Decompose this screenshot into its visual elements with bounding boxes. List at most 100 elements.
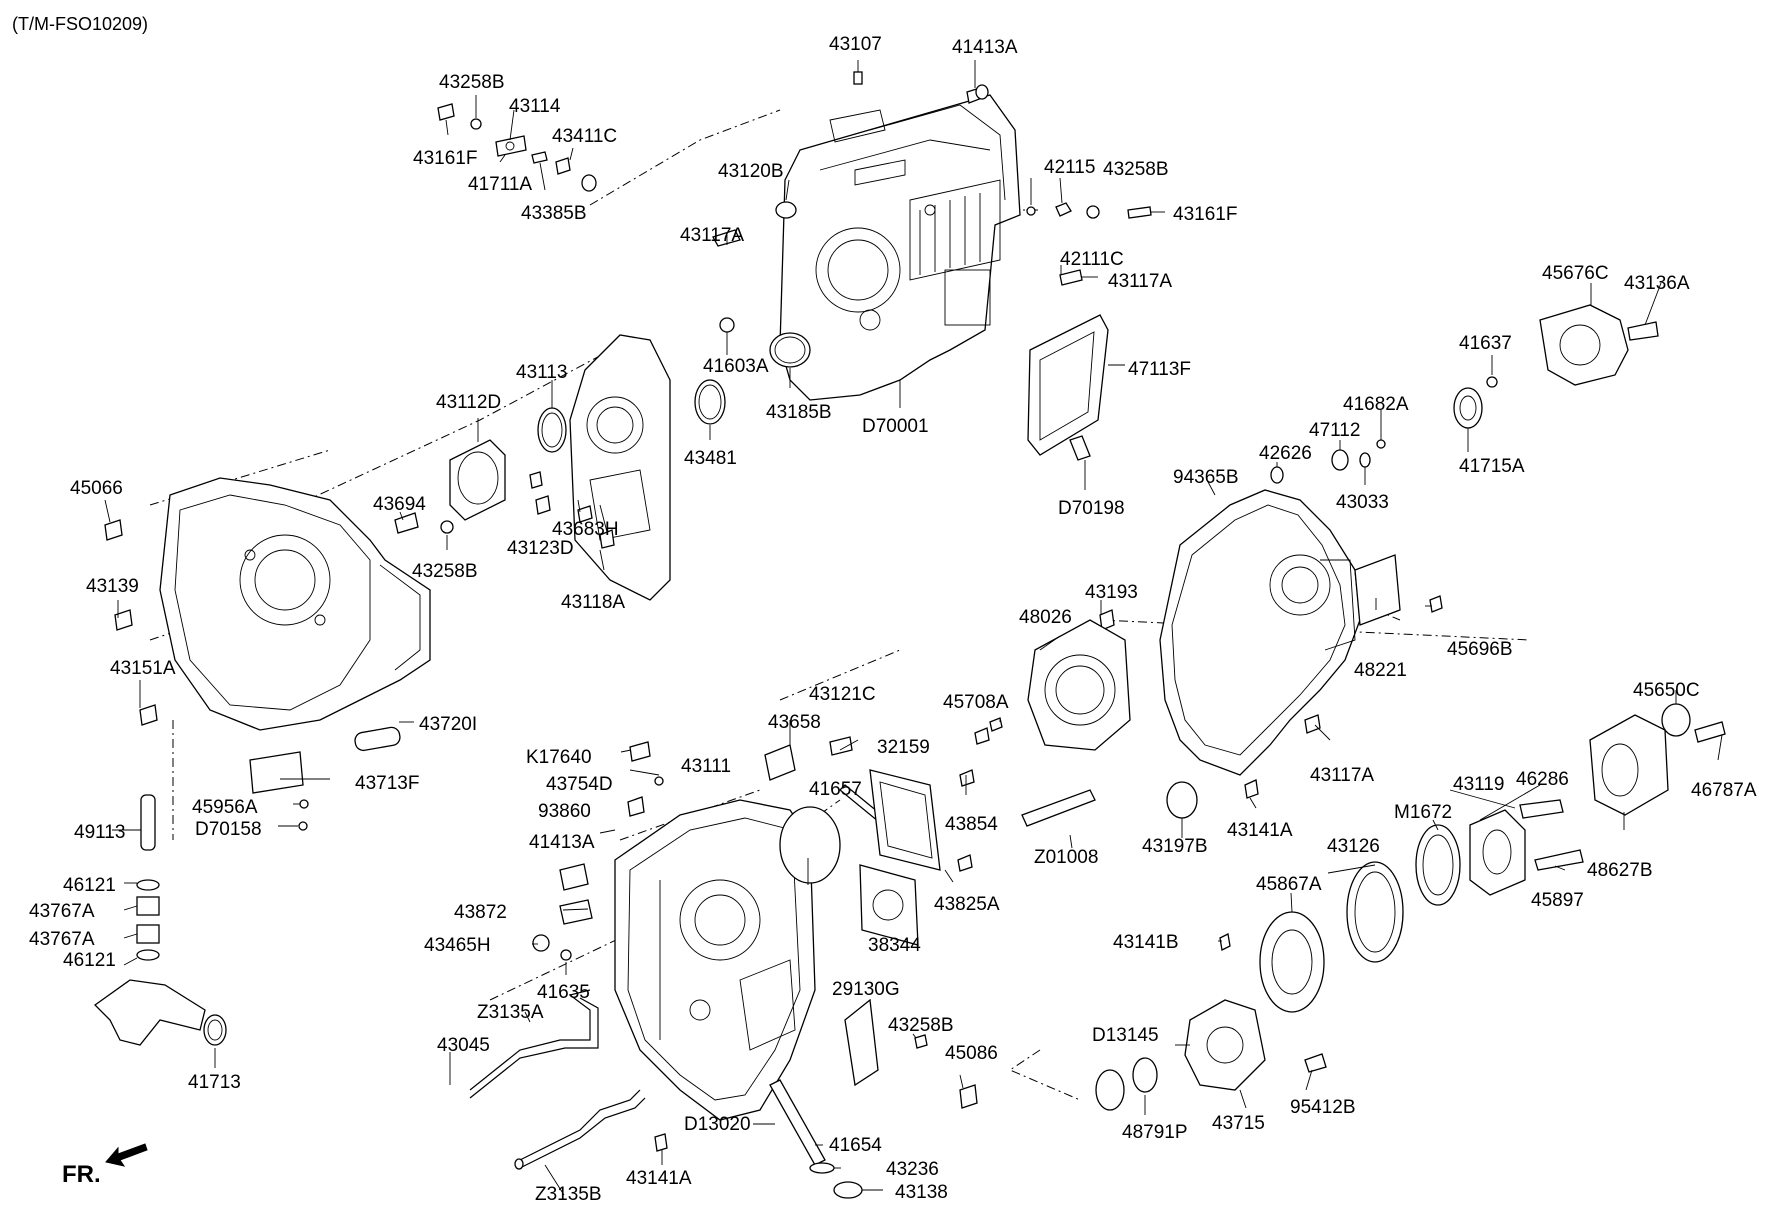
label-93860: 93860 [538,801,591,822]
label-43141A: 43141A [626,1168,692,1189]
left-side-small-parts [93,726,401,1046]
label-43113: 43113 [516,362,567,383]
label-43767A: 43767A [29,901,95,922]
label-43126: 43126 [1327,836,1380,857]
label-41603A: 41603A [703,356,769,377]
label-41654: 41654 [829,1135,882,1156]
label-43112D: 43112D [436,392,501,413]
label-43385B: 43385B [521,203,587,224]
label-43258B: 43258B [439,72,505,93]
front-direction-marker: FR. [62,1143,148,1188]
label-43117A: 43117A [1108,271,1172,292]
label-42626: 42626 [1259,443,1312,464]
label-Z3135A: Z3135A [477,1002,544,1023]
center-small-parts [532,717,1003,961]
right-side-parts [1095,304,1726,1111]
label-43258B: 43258B [888,1015,954,1036]
label-D70198: D70198 [1058,498,1125,519]
label-43033: 43033 [1336,492,1389,513]
label-43872: 43872 [454,902,507,923]
label-43854: 43854 [945,814,998,835]
label-95412B: 95412B [1290,1097,1356,1118]
label-43114: 43114 [509,96,561,117]
label-48026: 48026 [1019,607,1072,628]
front-label: FR. [62,1161,101,1188]
label-43481: 43481 [684,448,737,469]
label-29130G: 29130G [832,979,900,1000]
label-43465H: 43465H [424,935,491,956]
label-43136A: 43136A [1624,273,1690,294]
label-D13145: D13145 [1092,1025,1159,1046]
label-D70001: D70001 [862,416,929,437]
label-43197B: 43197B [1142,836,1208,857]
label-41711A: 41711A [468,174,532,195]
label-45956A: 45956A [192,797,258,818]
label-43141A: 43141A [1227,820,1293,841]
label-46787A: 46787A [1691,780,1757,801]
label-41637: 41637 [1459,333,1512,354]
label-41682A: 41682A [1343,394,1409,415]
part-labels: 43107 41413A 43258B 43114 43411C 43161F … [29,34,1757,1205]
label-43119: 43119 [1453,774,1504,795]
main-case-D70001 [779,94,1021,401]
label-43193: 43193 [1085,582,1138,603]
label-45676C: 45676C [1542,263,1609,284]
label-M1672: M1672 [1394,802,1452,823]
label-43123D: 43123D [507,538,574,559]
label-43111: 43111 [681,756,731,777]
label-49113: 49113 [74,822,125,843]
label-47112: 47112 [1309,420,1360,441]
label-K17640: K17640 [526,747,592,768]
label-D13020: D13020 [684,1114,751,1135]
label-Z3135B: Z3135B [535,1184,602,1205]
label-43185B: 43185B [766,402,832,423]
label-43713F: 43713F [355,773,419,794]
label-Z01008: Z01008 [1034,847,1098,868]
label-43045: 43045 [437,1035,490,1056]
label-42111C: 42111C [1060,249,1124,270]
label-43715: 43715 [1212,1113,1265,1134]
label-46286: 46286 [1516,769,1569,790]
front-cover-group [394,334,671,601]
label-43161F: 43161F [1173,204,1237,225]
label-48627B: 48627B [1587,860,1653,881]
label-41657: 41657 [809,779,862,800]
label-45650C: 45650C [1633,680,1700,701]
label-43767A: 43767A [29,929,95,950]
label-45897: 45897 [1531,890,1584,911]
label-45696B: 45696B [1447,639,1513,660]
label-D70158: D70158 [195,819,262,840]
label-43138: 43138 [895,1182,948,1203]
label-46121: 46121 [63,950,116,971]
label-43258B: 43258B [1103,159,1169,180]
label-45708A: 45708A [943,692,1009,713]
label-41413A: 41413A [529,832,595,853]
diagram-code: (T/M-FSO10209) [12,14,148,34]
label-45867A: 45867A [1256,874,1322,895]
label-43117A: 43117A [680,225,744,246]
label-43120B: 43120B [718,161,784,182]
label-43825A: 43825A [934,894,1000,915]
label-94365B: 94365B [1173,467,1239,488]
label-45066: 45066 [70,478,123,499]
center-housing-43111 [614,799,816,1121]
label-41713: 41713 [188,1072,241,1093]
label-43161F: 43161F [413,148,477,169]
label-43411C: 43411C [552,126,617,147]
label-43139: 43139 [86,576,139,597]
label-43117A: 43117A [1310,765,1374,786]
label-43683H: 43683H [552,519,619,540]
gasket-47113F [1027,314,1109,461]
label-45086: 45086 [945,1043,998,1064]
label-43107: 43107 [829,34,882,55]
label-43151A: 43151A [110,658,176,679]
label-43694: 43694 [373,494,426,515]
label-43118A: 43118A [561,592,625,613]
label-42115: 42115 [1044,157,1095,178]
label-48221: 48221 [1354,660,1407,681]
label-43754D: 43754D [546,774,613,795]
rear-housing-94365B [1159,489,1443,776]
pipe-D13020 [769,998,978,1199]
tubes-Z3135 [469,989,668,1170]
